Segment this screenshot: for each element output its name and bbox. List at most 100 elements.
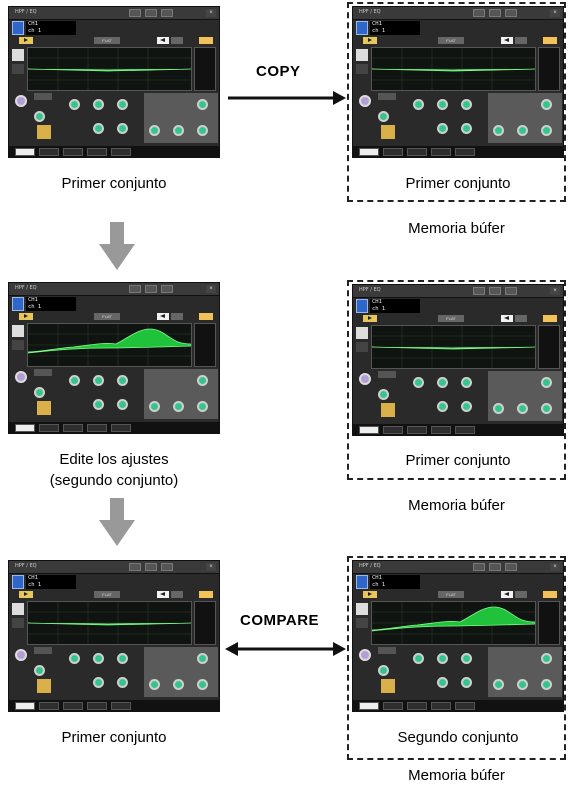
low-gain-knob[interactable] xyxy=(461,401,472,412)
tab-2[interactable] xyxy=(383,702,403,710)
tab-1[interactable] xyxy=(15,702,35,710)
copy-icon[interactable] xyxy=(489,287,501,295)
eq-mode-button[interactable] xyxy=(381,403,395,417)
low-mid-freq-knob[interactable] xyxy=(93,375,104,386)
next-channel-button[interactable] xyxy=(363,315,377,322)
eq-on-button[interactable] xyxy=(543,37,557,44)
att-knob[interactable] xyxy=(359,649,371,661)
hpf-button[interactable] xyxy=(34,93,52,100)
high-mid-q-knob[interactable] xyxy=(493,125,504,136)
low-mid-q-knob[interactable] xyxy=(413,99,424,110)
low-mid-q-knob[interactable] xyxy=(69,375,80,386)
high-gain-knob[interactable] xyxy=(541,653,552,664)
compare-button[interactable] xyxy=(501,315,513,322)
high-mid-freq-knob[interactable] xyxy=(517,403,528,414)
next-channel-button[interactable] xyxy=(19,313,33,320)
tab-5[interactable] xyxy=(455,148,475,156)
flat-button[interactable]: FLAT xyxy=(94,37,120,44)
microphone-icon[interactable] xyxy=(12,21,24,35)
high-mid-q-knob[interactable] xyxy=(493,403,504,414)
tab-4[interactable] xyxy=(431,148,451,156)
next-channel-button[interactable] xyxy=(363,591,377,598)
paste-icon[interactable] xyxy=(505,287,517,295)
library-icon[interactable] xyxy=(473,9,485,17)
hpf-knob[interactable] xyxy=(34,665,45,676)
tab-2[interactable] xyxy=(39,702,59,710)
eq-mode-button[interactable] xyxy=(381,679,395,693)
paste-icon[interactable] xyxy=(161,563,173,571)
flat-button[interactable]: FLAT xyxy=(94,313,120,320)
close-button[interactable]: × xyxy=(206,563,216,571)
low-mid-q-knob[interactable] xyxy=(69,99,80,110)
compare-button[interactable] xyxy=(501,591,513,598)
channel-name-box[interactable]: CH1 ch 1 xyxy=(26,297,76,311)
hpf-button[interactable] xyxy=(378,647,396,654)
high-mid-freq-knob[interactable] xyxy=(173,679,184,690)
low-freq-knob[interactable] xyxy=(93,677,104,688)
compare-button[interactable] xyxy=(157,591,169,598)
eq-on-button[interactable] xyxy=(199,313,213,320)
close-button[interactable]: × xyxy=(550,287,560,295)
high-gain-knob[interactable] xyxy=(197,653,208,664)
eq-mode-button[interactable] xyxy=(37,125,51,139)
tab-2[interactable] xyxy=(39,148,59,156)
hpf-button[interactable] xyxy=(34,369,52,376)
library-icon[interactable] xyxy=(129,285,141,293)
high-mid-freq-knob[interactable] xyxy=(173,401,184,412)
low-freq-knob[interactable] xyxy=(93,399,104,410)
hpf-knob[interactable] xyxy=(378,111,389,122)
eq-type-button[interactable] xyxy=(356,49,368,61)
channel-name-box[interactable]: CH1 ch 1 xyxy=(370,299,420,313)
copy-icon[interactable] xyxy=(145,9,157,17)
eq-on-button[interactable] xyxy=(199,591,213,598)
high-mid-q-knob[interactable] xyxy=(149,401,160,412)
library-icon[interactable] xyxy=(129,9,141,17)
microphone-icon[interactable] xyxy=(12,575,24,589)
library-icon[interactable] xyxy=(129,563,141,571)
eq-type2-button[interactable] xyxy=(356,618,368,628)
hpf-button[interactable] xyxy=(378,93,396,100)
eq-type-button[interactable] xyxy=(356,603,368,615)
tab-2[interactable] xyxy=(39,424,59,432)
eq-type2-button[interactable] xyxy=(356,342,368,352)
low-freq-knob[interactable] xyxy=(93,123,104,134)
low-mid-freq-knob[interactable] xyxy=(93,99,104,110)
next-channel-button[interactable] xyxy=(19,37,33,44)
att-knob[interactable] xyxy=(359,95,371,107)
next-channel-button[interactable] xyxy=(19,591,33,598)
high-mid-freq-knob[interactable] xyxy=(517,679,528,690)
undo-button[interactable] xyxy=(515,37,527,44)
microphone-icon[interactable] xyxy=(356,299,368,313)
tab-2[interactable] xyxy=(383,426,403,434)
high-mid-q-knob[interactable] xyxy=(149,125,160,136)
eq-mode-button[interactable] xyxy=(37,679,51,693)
hpf-button[interactable] xyxy=(34,647,52,654)
undo-button[interactable] xyxy=(515,591,527,598)
att-knob[interactable] xyxy=(15,649,27,661)
high-mid-freq-knob[interactable] xyxy=(173,125,184,136)
library-icon[interactable] xyxy=(473,563,485,571)
eq-type-button[interactable] xyxy=(12,325,24,337)
high-gain-knob[interactable] xyxy=(541,377,552,388)
tab-1[interactable] xyxy=(15,424,35,432)
low-mid-gain-knob[interactable] xyxy=(461,653,472,664)
hpf-knob[interactable] xyxy=(378,665,389,676)
high-gain-knob[interactable] xyxy=(541,99,552,110)
tab-1[interactable] xyxy=(15,148,35,156)
paste-icon[interactable] xyxy=(161,285,173,293)
eq-on-button[interactable] xyxy=(543,315,557,322)
tab-4[interactable] xyxy=(431,702,451,710)
hpf-button[interactable] xyxy=(378,371,396,378)
compare-button[interactable] xyxy=(157,313,169,320)
hpf-knob[interactable] xyxy=(34,387,45,398)
eq-type2-button[interactable] xyxy=(12,64,24,74)
undo-button[interactable] xyxy=(171,313,183,320)
channel-name-box[interactable]: CH1 ch 1 xyxy=(370,21,420,35)
low-mid-freq-knob[interactable] xyxy=(437,99,448,110)
flat-button[interactable]: FLAT xyxy=(438,37,464,44)
tab-5[interactable] xyxy=(111,148,131,156)
high-mid-gain-knob[interactable] xyxy=(541,403,552,414)
copy-icon[interactable] xyxy=(489,563,501,571)
low-mid-gain-knob[interactable] xyxy=(461,99,472,110)
high-mid-gain-knob[interactable] xyxy=(197,401,208,412)
